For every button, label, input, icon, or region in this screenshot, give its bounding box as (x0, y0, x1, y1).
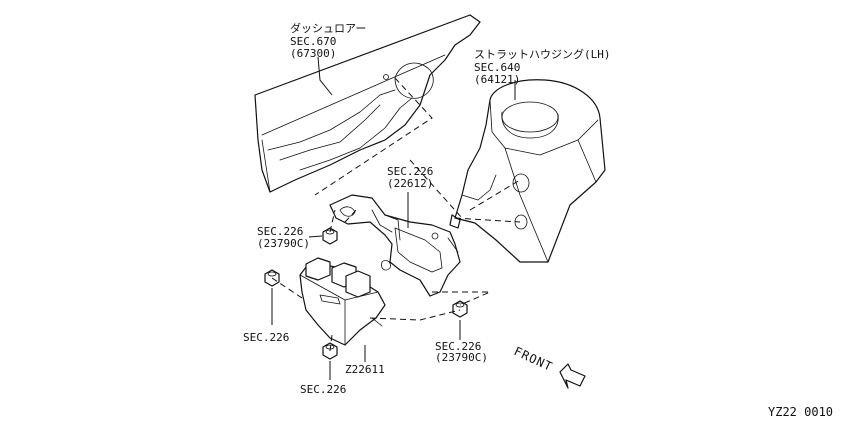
leader-lines (271, 56, 516, 380)
dash-lower-part: (67300) (290, 47, 336, 60)
callout-ecm: Z22611 (345, 363, 385, 376)
nut-upper-left-part: (23790C) (257, 237, 310, 250)
callout-nut-upper-left: SEC.226 (23790C) (257, 225, 310, 250)
diagram-code: YZ22 0010 (768, 405, 833, 419)
nut-right-sec: SEC.226 (435, 340, 481, 353)
nut-upper-left-sec: SEC.226 (257, 225, 303, 238)
ecm-module (299, 257, 386, 346)
callout-bolt-left: SEC.226 (243, 331, 289, 344)
ecm-part: Z22611 (345, 363, 385, 376)
assembly-lines (271, 77, 521, 352)
nut-right (452, 300, 468, 318)
dash-lower-sec: SEC.670 (290, 35, 336, 48)
callout-bolt-bottom: SEC.226 (300, 383, 346, 396)
callout-bracket: SEC.226 (22612) (387, 165, 433, 190)
bolt-left-sec: SEC.226 (243, 331, 289, 344)
strut-housing-name: ストラットハウジング(LH) (474, 47, 611, 61)
bracket-part: (22612) (387, 177, 433, 190)
callout-dash-lower: ダッシュロアー SEC.670 (67300) (290, 21, 366, 60)
dash-lower-name: ダッシュロアー (290, 21, 366, 35)
strut-housing (454, 79, 606, 263)
front-label: FRONT (512, 344, 555, 374)
front-arrow: FRONT (512, 344, 586, 389)
callout-nut-right: SEC.226 (23790C) (435, 340, 488, 364)
bracket-sec: SEC.226 (387, 165, 433, 178)
strut-housing-sec: SEC.640 (474, 61, 520, 74)
callout-strut-housing: ストラットハウジング(LH) SEC.640 (64121) (474, 47, 611, 86)
dash-lower-panel (254, 14, 481, 193)
strut-housing-part: (64121) (474, 73, 520, 86)
nut-right-part: (23790C) (435, 351, 488, 364)
bolt-bottom-sec: SEC.226 (300, 383, 346, 396)
nut-upper-left (322, 227, 338, 245)
